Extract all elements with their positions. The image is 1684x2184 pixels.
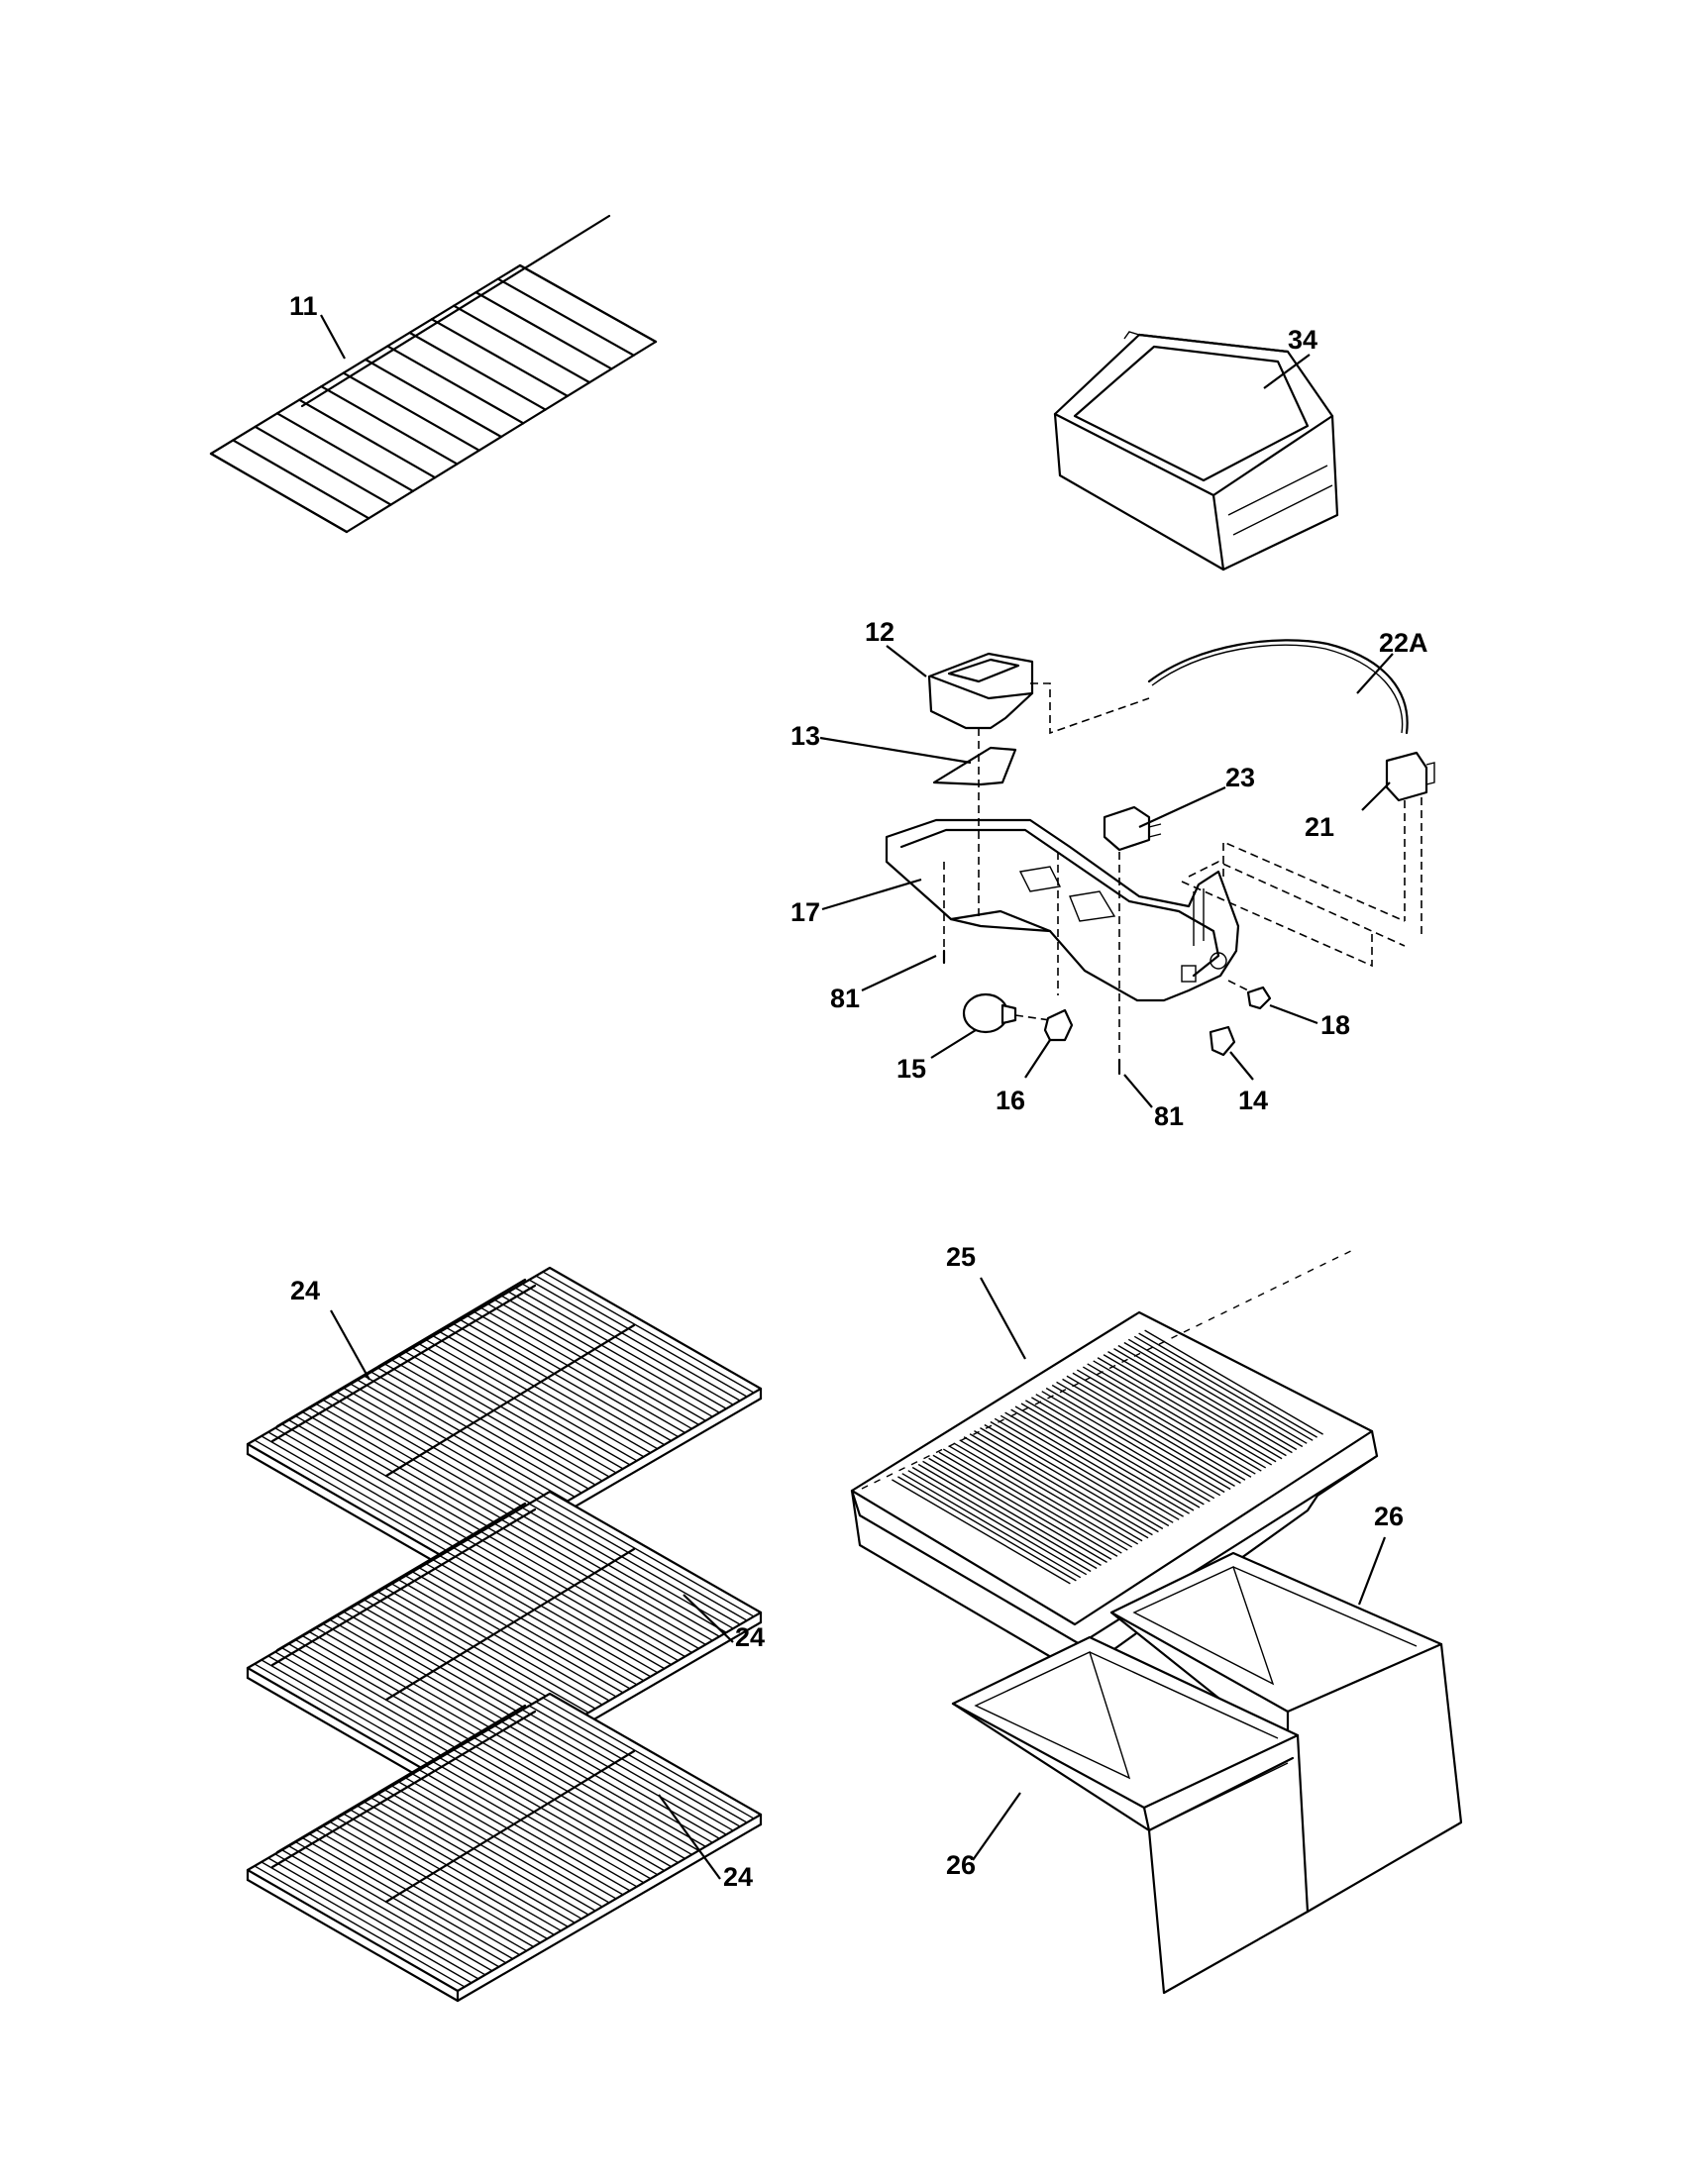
callout-26-right: 26 (1374, 1502, 1405, 1531)
callout-16: 16 (996, 1086, 1026, 1115)
callout-14: 14 (1238, 1086, 1269, 1115)
callout-26-left: 26 (946, 1850, 977, 1880)
callout-21: 21 (1305, 812, 1335, 842)
callout-12: 12 (865, 617, 895, 647)
callout-15: 15 (896, 1054, 927, 1084)
callout-23: 23 (1225, 763, 1256, 792)
crisper-pans-26 (951, 1551, 1463, 1995)
callout-81-right: 81 (1154, 1101, 1185, 1131)
callout-17: 17 (790, 897, 821, 927)
crisper-cover-25 (850, 1250, 1379, 1676)
control-housing-assembly (885, 639, 1435, 1076)
callout-25: 25 (946, 1242, 977, 1272)
callout-81-left: 81 (830, 984, 861, 1013)
callout-13: 13 (790, 721, 821, 751)
refrigerator-shelves-24 (246, 1266, 763, 2003)
callout-24-bottom: 24 (723, 1862, 754, 1892)
callout-24-top: 24 (290, 1276, 321, 1305)
callout-24-middle: 24 (735, 1622, 766, 1652)
callout-11: 11 (289, 291, 318, 321)
leader-lines (320, 314, 1394, 1880)
callout-34: 34 (1288, 325, 1318, 355)
ice-bin-34 (1053, 331, 1339, 572)
callout-18: 18 (1320, 1010, 1351, 1040)
callout-22a: 22A (1379, 628, 1428, 658)
wire-shelf-11 (209, 214, 658, 534)
